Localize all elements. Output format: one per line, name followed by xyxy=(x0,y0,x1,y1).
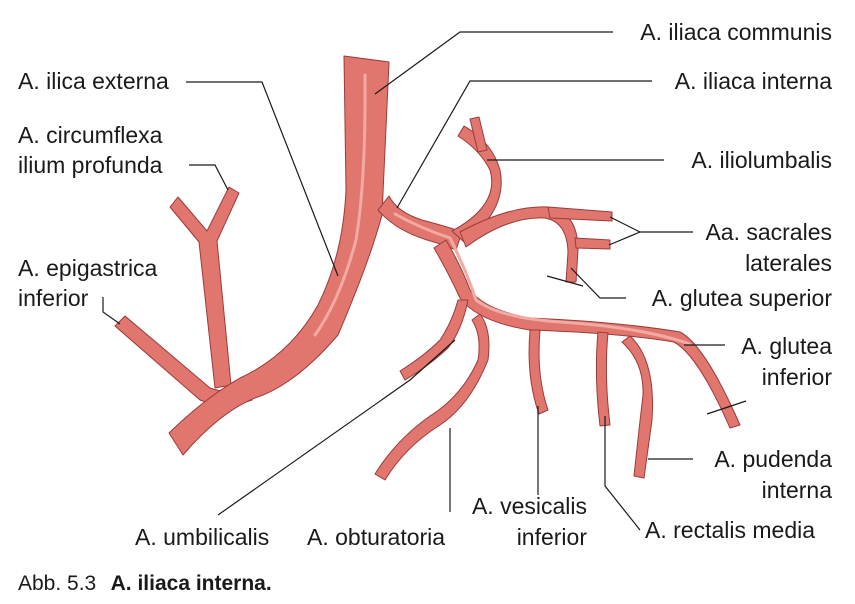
leader-iliaca-interna xyxy=(396,80,652,209)
pudenda-vessel xyxy=(621,335,653,479)
label-epigastrica-line1: A. epigastrica xyxy=(18,255,158,281)
label-ilica-externa: A. ilica externa xyxy=(18,68,169,94)
iliaca-interna-vessel xyxy=(377,195,463,251)
leader-sacrales-2 xyxy=(608,231,641,246)
iliaca-externa-vessel xyxy=(168,55,390,456)
leader-glutea-superior xyxy=(570,267,626,299)
leader-umbilicalis xyxy=(217,339,456,516)
label-iliaca-interna: A. iliaca interna xyxy=(675,68,832,94)
labels: A. iliaca communis A. ilica externa A. i… xyxy=(18,19,832,550)
label-circumflexa-line1: A. circumflexa xyxy=(18,122,163,148)
label-umbilicalis: A. umbilicalis xyxy=(135,524,269,550)
label-sacrales-line1: Aa. sacrales xyxy=(705,219,832,245)
leader-iliaca-communis xyxy=(374,31,613,95)
iliolumbalis-branch xyxy=(469,116,488,153)
rectalis-vessel xyxy=(595,331,611,427)
label-pudenda-line2: interna xyxy=(762,477,833,503)
leader-epigastrica xyxy=(102,297,121,325)
iliolumbalis-vessel xyxy=(451,125,502,243)
label-glutea-superior: A. glutea superior xyxy=(652,285,833,311)
cut-mark-glutea-superior xyxy=(546,275,584,287)
label-iliaca-communis: A. iliaca communis xyxy=(640,19,832,45)
sacrales-branch-1 xyxy=(547,206,613,222)
vessel-drawing xyxy=(114,55,747,481)
leader-sacrales-1 xyxy=(609,216,693,233)
label-epigastrica-line2: inferior xyxy=(18,285,89,311)
leader-ilica-externa xyxy=(186,81,339,277)
label-rectalis-media: A. rectalis media xyxy=(645,517,815,543)
umbilicalis-vessel xyxy=(399,299,469,381)
label-circumflexa-line2: ilium profunda xyxy=(18,152,163,178)
vessel-highlight-externa xyxy=(313,73,367,337)
label-vesicalis-line1: A. vesicalis xyxy=(472,493,587,519)
leader-lines xyxy=(102,31,725,531)
caption-title: A. iliaca interna. xyxy=(111,572,272,595)
label-iliolumbalis: A. iliolumbalis xyxy=(691,147,832,173)
leader-rectalis xyxy=(604,416,641,531)
label-sacrales-line2: laterales xyxy=(745,250,832,276)
label-glutea-inferior-line2: inferior xyxy=(762,364,833,390)
figure-caption: Abb. 5.3 A. iliaca interna. xyxy=(18,569,272,595)
anterior-trunk-vessel xyxy=(433,239,741,429)
obturatoria-vessel xyxy=(374,313,490,481)
circumflexa-vessel xyxy=(169,186,240,389)
label-pudenda-line1: A. pudenda xyxy=(714,446,832,472)
vesicalis-vessel xyxy=(528,329,549,415)
sacrales-branch-2 xyxy=(574,237,611,250)
cut-mark-glutea-inferior-a xyxy=(706,400,747,415)
caption-number: Abb. 5.3 xyxy=(18,572,96,595)
leader-circumflexa xyxy=(189,164,229,191)
label-vesicalis-line2: inferior xyxy=(517,524,588,550)
vessel-highlight-interna xyxy=(393,212,692,346)
label-obturatoria: A. obturatoria xyxy=(307,524,445,550)
label-glutea-inferior-line1: A. glutea xyxy=(741,333,832,359)
